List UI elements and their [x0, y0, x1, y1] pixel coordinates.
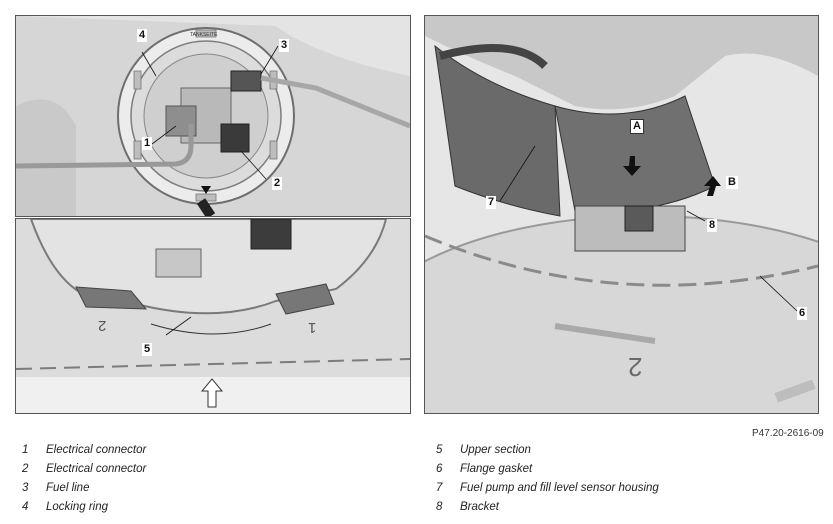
arrow-label-b: B [726, 176, 738, 189]
locking-ring-illustration [16, 16, 410, 216]
panel-locking-ring-view: 4 1 3 2 [15, 15, 411, 217]
floor-numeral-left: 2 [98, 317, 107, 334]
callout-3: 3 [279, 39, 290, 52]
callout-5: 5 [142, 343, 153, 356]
callout-1: 1 [142, 137, 153, 150]
figure-reference: P47.20-2616-09 [752, 428, 824, 439]
callout-6: 6 [797, 307, 808, 320]
panel-pump-housing-view: A B 7 8 6 2 [424, 15, 819, 414]
floor-numeral-right: 2 [628, 352, 643, 382]
panel-upper-section-view: 5 2 1 [15, 218, 411, 414]
callout-2: 2 [272, 177, 283, 190]
sensor-numeral: 1 [308, 319, 317, 336]
pump-housing-illustration [425, 16, 818, 413]
callout-4: 4 [137, 29, 148, 42]
ring-marking-text: TANKSEITE [190, 32, 218, 38]
callout-8: 8 [707, 219, 718, 232]
arrow-label-a: A [630, 119, 644, 134]
callout-7: 7 [486, 196, 497, 209]
upper-section-illustration [16, 219, 410, 413]
